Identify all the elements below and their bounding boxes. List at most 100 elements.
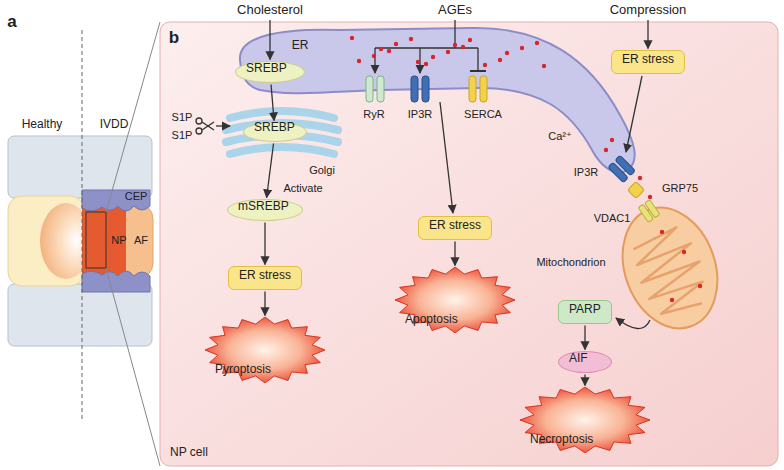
zoom-line <box>106 22 160 212</box>
node-text: Compression <box>610 3 687 18</box>
scissors-symbol <box>196 118 214 134</box>
spine-illustration <box>8 136 153 346</box>
node-text: AIF <box>569 352 588 366</box>
calcium-dot <box>379 47 383 51</box>
part-label: IVDD <box>100 118 129 132</box>
node-text: ER stress <box>622 53 674 67</box>
node-text: SREBP <box>254 121 295 135</box>
calcium-dot <box>542 64 546 68</box>
panel-ground <box>160 22 778 466</box>
burst-outline <box>395 267 515 333</box>
golgi-stacks <box>226 111 338 154</box>
input-label: Compression <box>607 2 690 19</box>
protein-ellipse: AIF <box>558 351 612 373</box>
node-text: ER stress <box>239 269 291 283</box>
calcium-dot <box>453 43 457 47</box>
connector-arrow <box>271 84 274 120</box>
part-label: SERCA <box>464 108 502 121</box>
calcium-dot <box>670 298 674 302</box>
arrow-line <box>216 125 230 126</box>
node-text: ER stress <box>429 219 481 233</box>
cell-panel: NP cell SREBP SREBP mSREBP ER stressPyroptos… <box>160 22 778 466</box>
part-label: NP <box>111 234 126 247</box>
outcome-burst: Apoptosis <box>395 267 515 333</box>
part-label: b <box>169 28 179 48</box>
part-label: VDAC1 <box>594 212 631 225</box>
outcome-burst: Necroptosis <box>520 387 650 453</box>
node-text: Necroptosis <box>530 433 593 447</box>
arrow-line <box>626 76 642 152</box>
calcium-dot <box>498 58 502 62</box>
calcium-dot <box>535 41 539 45</box>
part-label: IP3R <box>408 108 432 121</box>
part-label: Healthy <box>22 118 63 132</box>
calcium-dots <box>350 36 702 302</box>
burst-outline <box>205 317 325 383</box>
calcium-dot <box>357 59 361 63</box>
serca-pump <box>469 76 487 102</box>
vdac1-channel <box>638 200 660 223</box>
calcium-dot <box>350 36 354 40</box>
connector-arrow <box>267 143 274 197</box>
calcium-dot <box>409 37 413 41</box>
input-label: AGEs <box>435 2 475 19</box>
calcium-dot <box>610 138 614 142</box>
ryr-channel <box>366 76 384 102</box>
part-label: ER <box>292 39 309 53</box>
divider-line <box>82 30 83 420</box>
calcium-dot <box>446 50 450 54</box>
calcium-dot <box>638 176 642 180</box>
calcium-dot <box>387 49 391 53</box>
protein-ellipse: mSREBP <box>227 199 303 221</box>
outcome-burst: Pyroptosis <box>205 317 325 383</box>
calcium-dot <box>648 195 652 199</box>
ip3r-channel <box>411 76 429 102</box>
node-text: mSREBP <box>238 200 289 214</box>
part-label: Mitochondrion <box>536 256 605 269</box>
zoom-line <box>106 268 160 466</box>
connector-arrow <box>584 326 585 350</box>
connector-arrow <box>454 242 455 266</box>
connector-arrow <box>647 20 648 49</box>
part-label: RyR <box>363 108 384 121</box>
node-text: SREBP <box>246 62 287 76</box>
calcium-dot <box>682 250 686 254</box>
calcium-dot <box>604 148 608 152</box>
part-label: IP3R <box>574 166 598 179</box>
node-text: AGEs <box>438 3 472 18</box>
connector-arrow <box>269 20 270 60</box>
calcium-dot <box>424 62 428 66</box>
process-box: ER stress <box>228 266 302 290</box>
calcium-dot <box>483 63 487 67</box>
calcium-dot <box>372 54 376 58</box>
cell-label: NP cell <box>170 446 208 460</box>
connector-arrow <box>264 223 265 265</box>
part-label: AF <box>134 234 148 247</box>
protein-ellipse: SREBP <box>235 61 305 83</box>
calcium-dot <box>505 51 509 55</box>
part-label: Golgi <box>309 164 335 177</box>
grp75-protein <box>628 182 645 199</box>
protein-box: PARP <box>558 300 612 324</box>
arrow-line <box>440 102 453 213</box>
calcium-dot <box>468 38 472 42</box>
calcium-dot <box>660 230 664 234</box>
part-label: Ca²⁺ <box>548 130 572 143</box>
arrow-line <box>616 318 650 329</box>
part-label: GRP75 <box>662 182 698 195</box>
ages-arrows <box>375 20 486 73</box>
node-text: Apoptosis <box>405 313 458 327</box>
node-text: Pyroptosis <box>215 363 271 377</box>
zoom-box <box>86 212 106 268</box>
process-box: ER stress <box>418 216 492 240</box>
node-text: PARP <box>569 303 601 317</box>
calcium-dot <box>461 45 465 49</box>
part-label: S1P <box>172 111 193 124</box>
protein-ellipse: SREBP <box>243 122 307 142</box>
part-label: a <box>7 12 16 32</box>
calcium-dot <box>698 284 702 288</box>
calcium-dot <box>431 55 435 59</box>
part-label: Activate <box>283 182 322 195</box>
part-label: S1P <box>172 129 193 142</box>
connector-arrow <box>584 375 585 386</box>
